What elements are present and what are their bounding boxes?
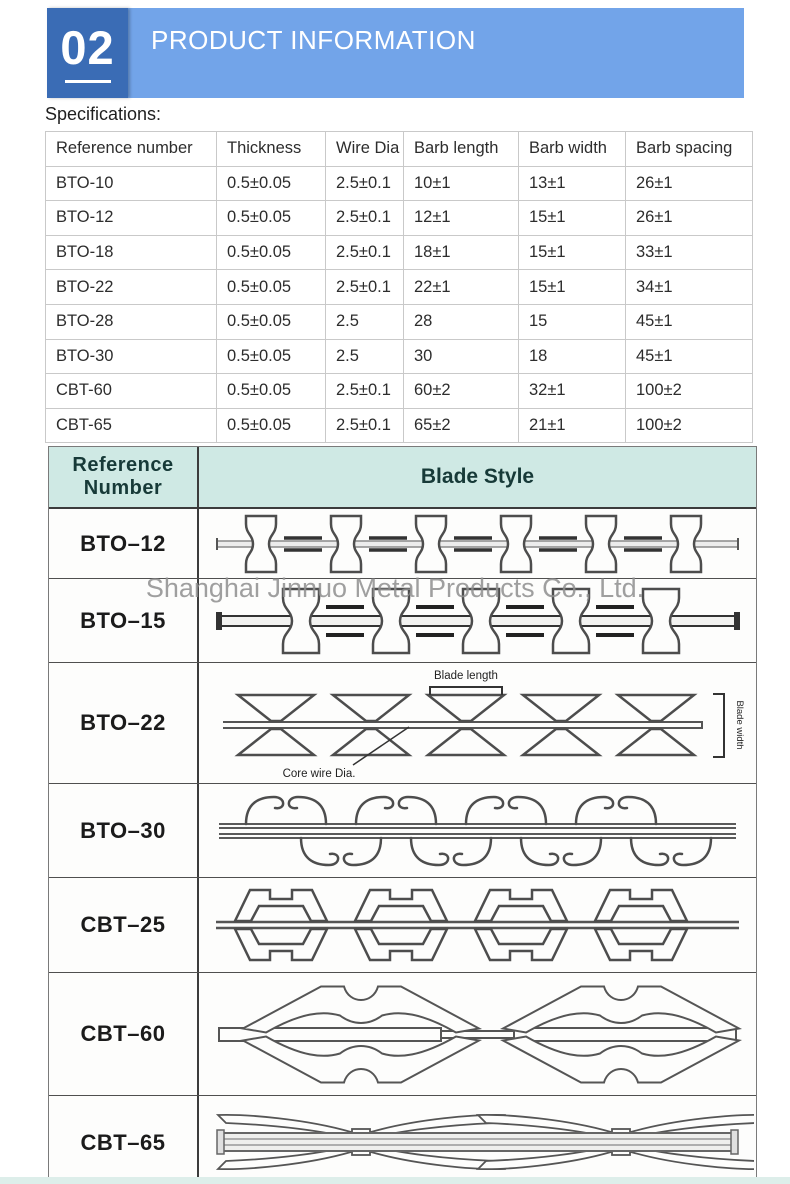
cell-reference: BTO-22 [45,269,217,305]
cell-barb-length: 18±1 [403,234,519,271]
cell-wire-dia: 2.5±0.1 [325,373,404,409]
cell-barb-spacing: 100±2 [625,373,753,409]
cell-barb-width: 13±1 [518,165,626,202]
cell-reference: BTO-12 [45,200,217,236]
bto-30-blade-diagram [219,795,736,866]
cell-thickness: 0.5±0.05 [216,303,326,340]
cell-thickness: 0.5±0.05 [216,269,326,305]
section-number-underline [64,79,111,83]
cell-barb-length: 65±2 [403,407,519,444]
cell-barb-width: 21±1 [518,407,626,444]
cell-wire-dia: 2.5±0.1 [325,269,404,305]
blade-table-header-row: Reference Number Blade Style [49,447,756,509]
column-header: Barb width [518,131,626,167]
section-title: PRODUCT INFORMATION [151,24,476,55]
column-header: Reference number [45,131,217,167]
column-header: Barb length [403,131,519,167]
bto-15-blade-diagram [216,587,740,654]
reference-label: BTO–22 [80,710,166,735]
cell-wire-dia: 2.5±0.1 [325,234,404,271]
blade-style-table: Reference Number Blade Style BTO–12 [48,446,757,1179]
cbt-25-blade-diagram [216,888,739,961]
cell-barb-length: 12±1 [403,200,519,236]
blade-style-header: Blade Style [420,465,535,488]
reference-label: BTO–12 [80,530,166,556]
cell-barb-width: 15±1 [518,200,626,236]
column-header: Barb spacing [625,131,753,167]
cell-reference: CBT-60 [45,373,217,409]
bottom-border-strip [0,1177,790,1184]
cell-barb-spacing: 34±1 [625,269,753,305]
column-header: Thickness [216,131,326,167]
cell-barb-width: 32±1 [518,373,626,409]
bto-22-blade-diagram: Blade length Core wire Dia. Blade width [223,670,745,780]
cell-barb-length: 30 [403,338,519,375]
section-title-banner: PRODUCT INFORMATION [128,8,744,98]
core-wire-dia-label: Core wire Dia. [283,768,356,780]
cell-barb-width: 15±1 [518,269,626,305]
cell-thickness: 0.5±0.05 [216,373,326,409]
reference-label: CBT–65 [80,1130,166,1155]
reference-label: CBT–25 [80,912,166,937]
bto-12-blade-diagram [216,514,739,573]
cell-barb-width: 15±1 [518,234,626,271]
cbt-65-blade-diagram [215,1113,754,1171]
table-row: BTO–22 Blade length Core wire Dia. [49,663,756,784]
cell-barb-length: 28 [403,303,519,340]
cell-thickness: 0.5±0.05 [216,407,326,444]
section-number-badge: 02 [47,8,128,98]
cell-barb-width: 18 [518,338,626,375]
table-row: BTO–12 [49,509,756,579]
table-row: BTO–15 [49,579,756,663]
cell-barb-width: 15 [518,303,626,340]
cell-thickness: 0.5±0.05 [216,338,326,375]
cell-barb-length: 22±1 [403,269,519,305]
table-row: CBT–25 [49,878,756,973]
table-row: BTO–30 [49,784,756,878]
table-row: CBT–65 [49,1096,756,1178]
column-header: Wire Dia [325,131,404,167]
section-number: 02 [60,20,115,74]
cell-barb-spacing: 45±1 [625,338,753,375]
cell-barb-length: 60±2 [403,373,519,409]
cell-thickness: 0.5±0.05 [216,234,326,271]
cell-reference: BTO-10 [45,165,217,202]
blade-length-label: Blade length [434,670,498,682]
cell-thickness: 0.5±0.05 [216,200,326,236]
cell-barb-spacing: 26±1 [625,165,753,202]
cell-wire-dia: 2.5 [325,338,404,375]
cell-reference: CBT-65 [45,407,217,444]
cell-reference: BTO-30 [45,338,217,375]
reference-label: BTO–30 [80,817,166,843]
cell-barb-spacing: 26±1 [625,200,753,236]
cell-barb-spacing: 33±1 [625,234,753,271]
cell-wire-dia: 2.5±0.1 [325,165,404,202]
reference-label: BTO–15 [80,607,166,633]
specifications-label: Specifications: [45,104,162,124]
cell-reference: BTO-18 [45,234,217,271]
cell-wire-dia: 2.5 [325,303,404,340]
cell-wire-dia: 2.5±0.1 [325,407,404,444]
cell-barb-spacing: 45±1 [625,303,753,340]
table-row: CBT–60 [49,973,756,1096]
cell-barb-length: 10±1 [403,165,519,202]
cell-reference: BTO-28 [45,303,217,340]
blade-width-label: Blade width [734,700,745,749]
spec-table: Reference number Thickness Wire Dia Barb… [45,131,753,444]
cell-barb-spacing: 100±2 [625,407,753,444]
cell-wire-dia: 2.5±0.1 [325,200,404,236]
reference-number-header: Reference Number [49,447,199,507]
reference-label: CBT–60 [80,1021,166,1046]
cell-thickness: 0.5±0.05 [216,165,326,202]
spec-table-header-row: Reference number Thickness Wire Dia Barb… [45,131,753,167]
cbt-60-blade-diagram [218,985,743,1083]
